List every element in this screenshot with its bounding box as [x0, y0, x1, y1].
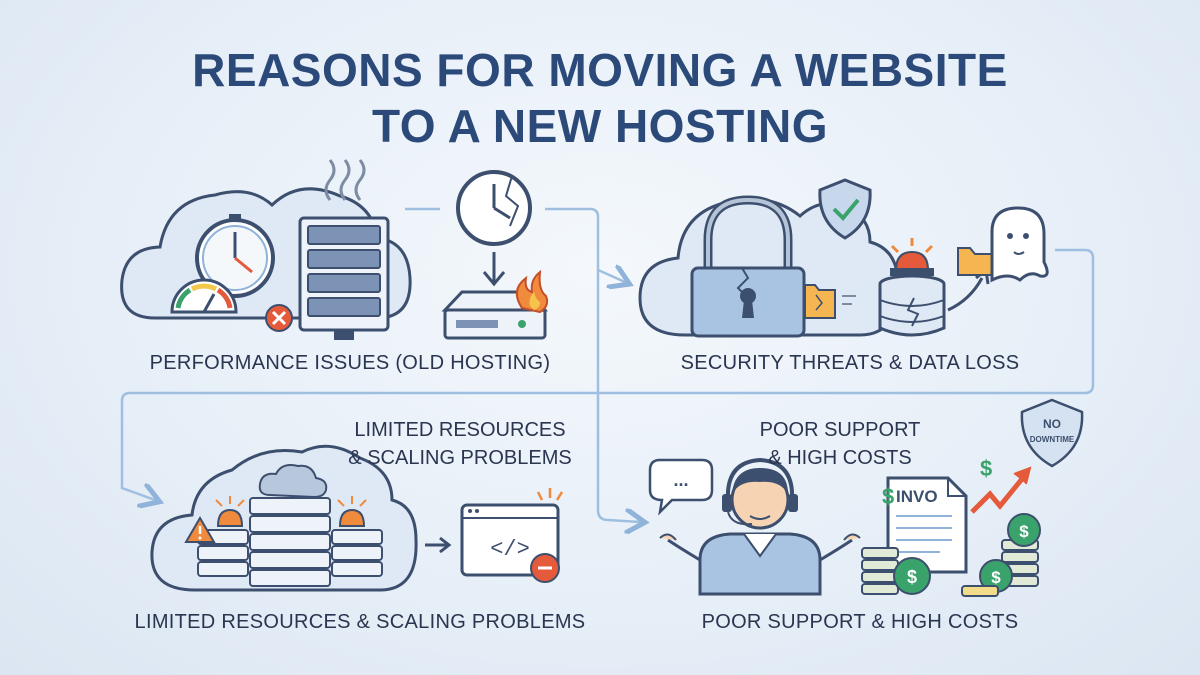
- resources-illustration: </>: [150, 444, 564, 592]
- down-arrow-icon: [482, 252, 506, 287]
- chat-ellipsis: ...: [673, 470, 688, 490]
- coin-dollar: $: [907, 567, 917, 587]
- section-heading-resources-line2: & SCALING PROBLEMS: [348, 447, 572, 469]
- error-x-icon: [265, 304, 293, 332]
- dollar-sign: $: [980, 456, 992, 481]
- flow-connectors: [120, 207, 1095, 522]
- section-heading-resources-line1: LIMITED RESOURCES: [354, 419, 566, 441]
- ghost-icon: [990, 206, 1049, 283]
- arrow-right-icon: [425, 536, 452, 554]
- coin-dollar: $: [991, 568, 1001, 587]
- siren-icon: [215, 496, 245, 527]
- support-costs-illustration: ... NO DOWNTIME IN: [648, 398, 1084, 597]
- invoice-text: INVO: [896, 487, 938, 506]
- folder-icon: [804, 284, 856, 319]
- siren-icon: [337, 496, 367, 527]
- steam-icon: [324, 159, 366, 201]
- performance-illustration: [120, 159, 549, 340]
- code-glyph: </>: [490, 537, 530, 562]
- trend-up-arrow-icon: [970, 466, 1032, 514]
- section-heading-support-line2: & HIGH COSTS: [768, 447, 912, 469]
- warning-triangle-icon: [184, 516, 216, 543]
- section-heading-support-line1: POOR SUPPORT: [759, 419, 921, 441]
- trend-up-arrow-icon: [947, 277, 984, 312]
- section-label-resources: LIMITED RESOURCES & SCALING PROBLEMS: [134, 611, 586, 633]
- page-title-line2: TO A NEW HOSTING: [371, 100, 829, 152]
- coin-stack-icon: $ $: [961, 513, 1041, 597]
- broken-clock-icon: [456, 170, 532, 246]
- page-title-line1: REASONS FOR MOVING A WEBSITE: [192, 44, 1008, 96]
- dollar-sign: $: [882, 484, 894, 509]
- server-rack-icon: [298, 216, 390, 340]
- fire-icon: [515, 269, 549, 314]
- folder-icon: [957, 247, 997, 276]
- no-downtime-shield-icon: NO DOWNTIME: [1020, 398, 1084, 468]
- section-label-security: SECURITY THREATS & DATA LOSS: [680, 352, 1020, 374]
- no-downtime-line1: NO: [1043, 417, 1061, 431]
- broken-padlock-icon: [690, 195, 806, 338]
- stopwatch-icon: [195, 214, 275, 298]
- siren-icon: [890, 238, 934, 276]
- support-agent-icon: [659, 457, 861, 596]
- security-illustration: [638, 178, 1049, 338]
- section-label-performance: PERFORMANCE ISSUES (OLD HOSTING): [149, 352, 551, 374]
- speedometer-icon: [170, 278, 238, 314]
- invoice-icon: INVO: [886, 476, 968, 574]
- chat-bubble-icon: ...: [648, 458, 714, 516]
- section-label-support: POOR SUPPORT & HIGH COSTS: [701, 611, 1019, 633]
- code-window-icon: </>: [460, 503, 560, 577]
- coin-dollar: $: [1019, 522, 1029, 541]
- no-downtime-line2: DOWNTIME: [1030, 435, 1075, 444]
- database-icon: [878, 274, 946, 337]
- shield-check-icon: [818, 178, 872, 240]
- coin-stack-icon: $: [861, 547, 931, 595]
- server-rack-icon: [197, 497, 383, 587]
- alert-spark-icon: [536, 488, 564, 501]
- minus-circle-icon: [530, 553, 560, 583]
